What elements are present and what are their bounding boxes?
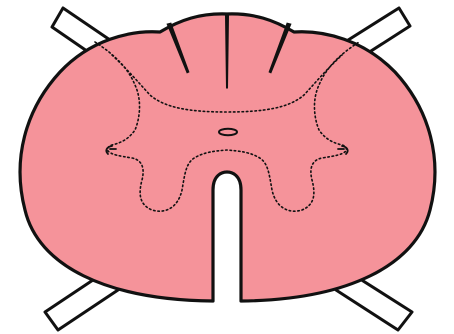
posterior-median-septum <box>226 16 229 88</box>
central-canal <box>219 129 237 135</box>
